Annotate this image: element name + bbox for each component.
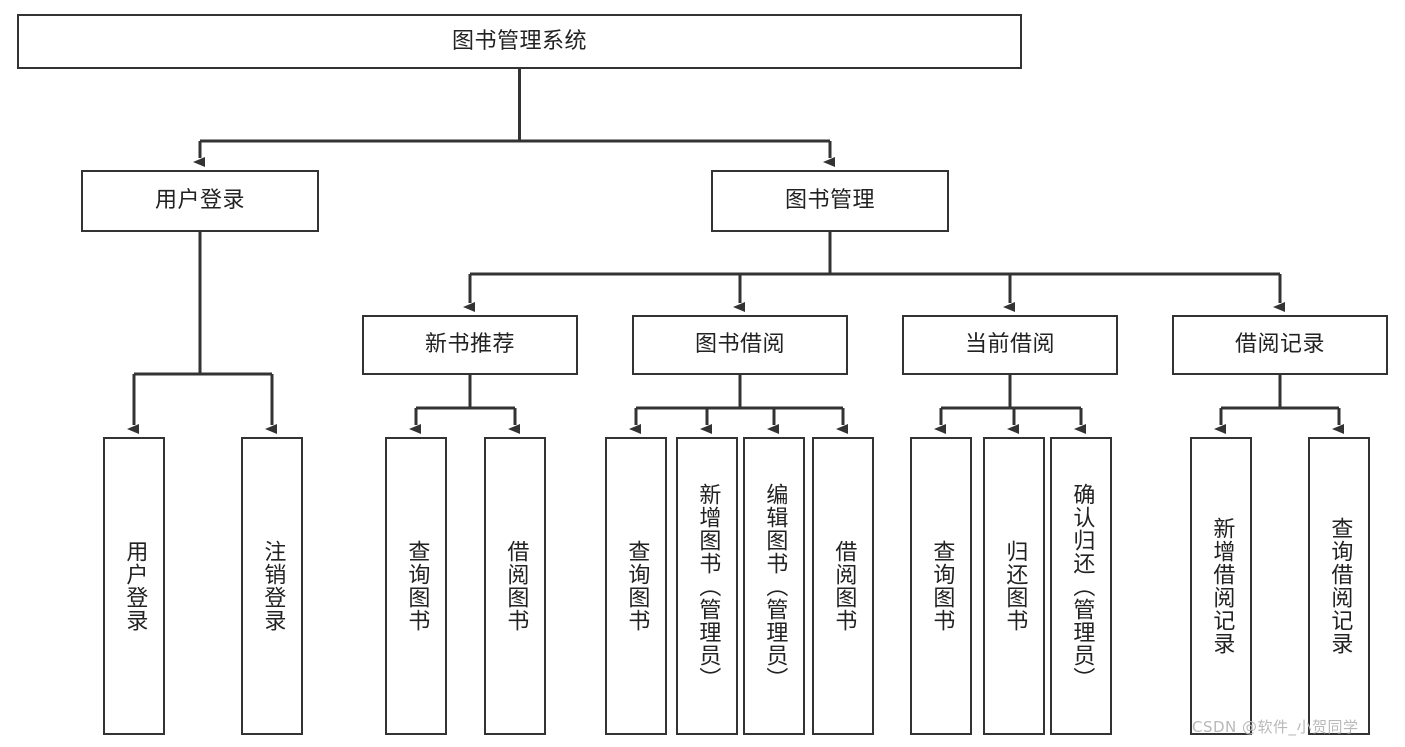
node-book-manage-label: 图书管理 (784, 188, 875, 214)
node-leaf-query-borrow-record[interactable]: 查询借阅记录 (1308, 437, 1370, 735)
node-leaf-logout-login-label: 注销登录 (260, 540, 286, 632)
node-borrow-record[interactable]: 借阅记录 (1172, 315, 1388, 375)
node-new-book-recommend-label: 新书推荐 (424, 332, 515, 358)
node-book-borrow-label: 图书借阅 (694, 332, 785, 358)
node-user-login[interactable]: 用户登录 (81, 170, 319, 232)
node-leaf-user-login-label: 用户登录 (122, 540, 148, 632)
node-leaf-borrow-book-2-label: 借阅图书 (831, 540, 857, 632)
node-current-borrow-label: 当前借阅 (964, 332, 1055, 358)
node-leaf-edit-book-label: 编辑图书（管理员） (762, 482, 788, 690)
node-leaf-confirm-return[interactable]: 确认归还（管理员） (1050, 437, 1112, 735)
node-leaf-edit-book[interactable]: 编辑图书（管理员） (743, 437, 805, 735)
node-book-manage[interactable]: 图书管理 (711, 170, 949, 232)
node-leaf-return-book[interactable]: 归还图书 (983, 437, 1045, 735)
node-leaf-confirm-return-label: 确认归还（管理员） (1069, 482, 1095, 690)
node-leaf-borrow-book-2[interactable]: 借阅图书 (812, 437, 874, 735)
node-root[interactable]: 图书管理系统 (17, 14, 1022, 69)
node-leaf-add-book[interactable]: 新增图书（管理员） (676, 437, 738, 735)
node-leaf-borrow-book-1-label: 借阅图书 (503, 540, 529, 632)
node-borrow-record-label: 借阅记录 (1234, 332, 1325, 358)
node-leaf-user-login[interactable]: 用户登录 (103, 437, 165, 735)
node-leaf-add-borrow-record[interactable]: 新增借阅记录 (1190, 437, 1252, 735)
node-leaf-query-book-3-label: 查询图书 (929, 540, 955, 632)
node-leaf-query-book-1-label: 查询图书 (404, 540, 430, 632)
node-leaf-return-book-label: 归还图书 (1002, 540, 1028, 632)
node-leaf-query-borrow-record-label: 查询借阅记录 (1327, 517, 1353, 655)
node-current-borrow[interactable]: 当前借阅 (902, 315, 1118, 375)
node-leaf-query-book-3[interactable]: 查询图书 (910, 437, 972, 735)
node-leaf-add-book-label: 新增图书（管理员） (695, 482, 721, 690)
node-leaf-logout-login[interactable]: 注销登录 (241, 437, 303, 735)
node-leaf-add-borrow-record-label: 新增借阅记录 (1209, 517, 1235, 655)
node-root-label: 图书管理系统 (451, 28, 587, 54)
node-new-book-recommend[interactable]: 新书推荐 (362, 315, 578, 375)
node-book-borrow[interactable]: 图书借阅 (632, 315, 848, 375)
node-leaf-query-book-2-label: 查询图书 (624, 540, 650, 632)
node-leaf-query-book-1[interactable]: 查询图书 (385, 437, 447, 735)
node-leaf-borrow-book-1[interactable]: 借阅图书 (484, 437, 546, 735)
node-leaf-query-book-2[interactable]: 查询图书 (605, 437, 667, 735)
node-user-login-label: 用户登录 (154, 188, 245, 214)
